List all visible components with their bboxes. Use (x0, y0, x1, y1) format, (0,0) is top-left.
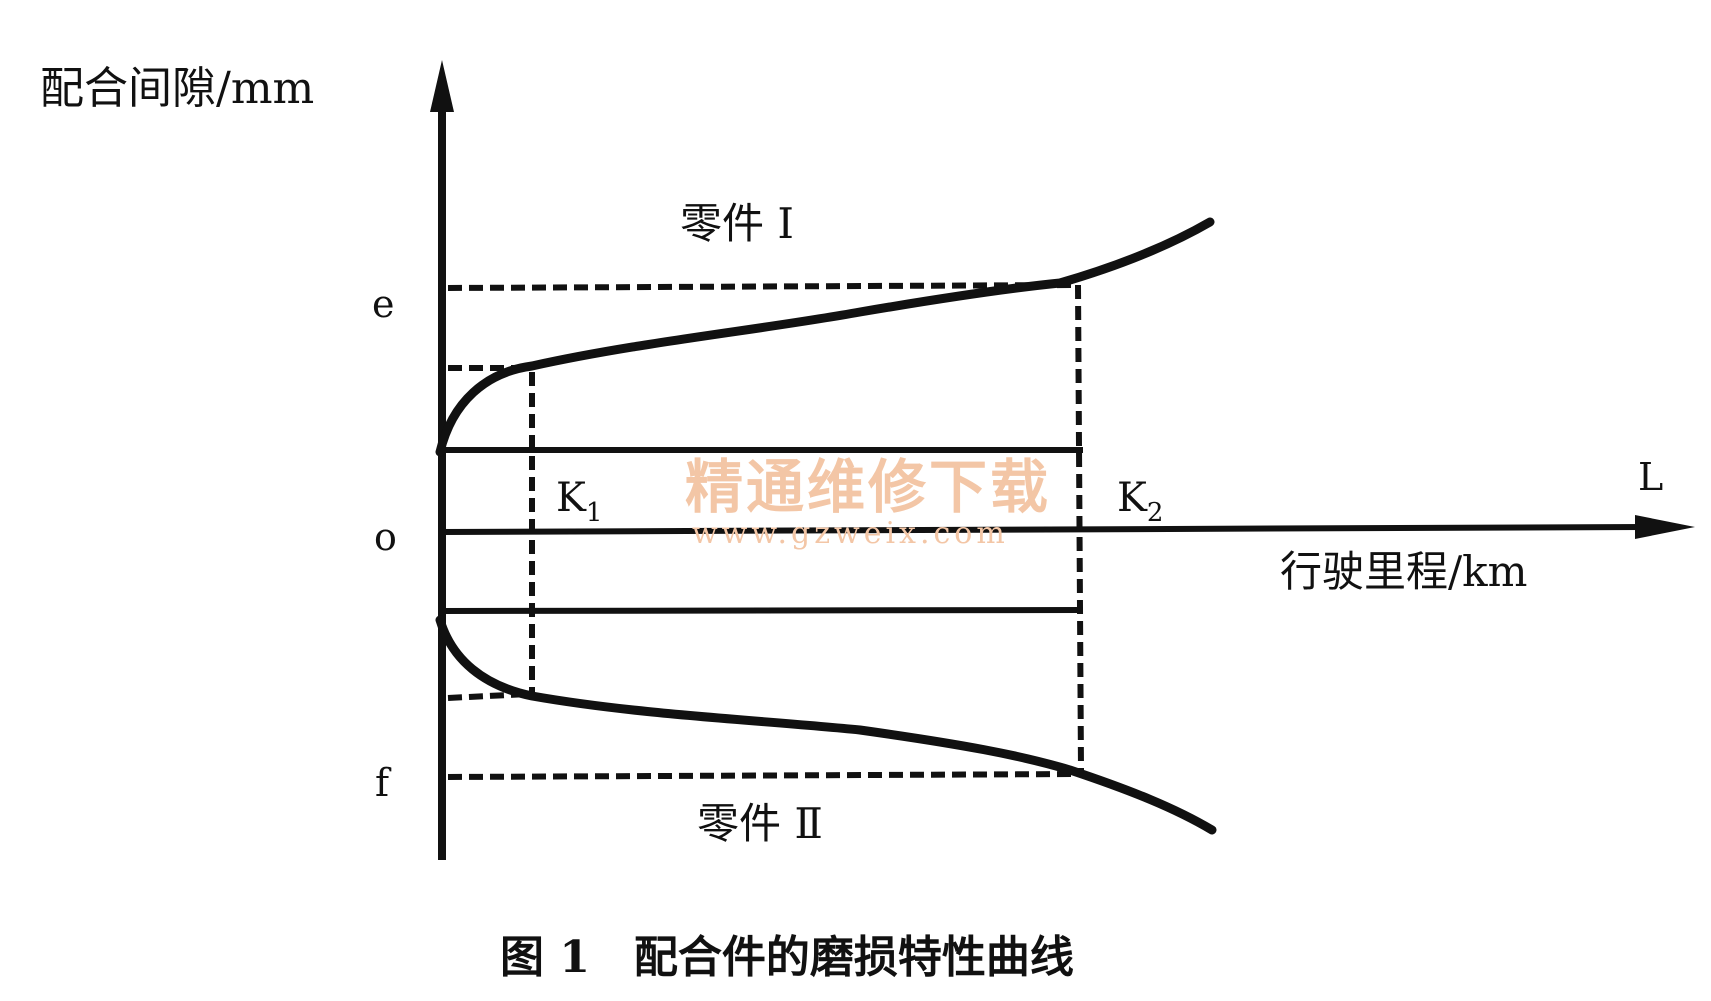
label-part-1: 零件 Ⅰ (680, 199, 794, 248)
watermark-title: 精通维修下载 (685, 453, 1051, 521)
y-axis-arrow (430, 60, 454, 112)
dashed-guides (447, 282, 1084, 780)
dashed-e-level (447, 282, 1076, 291)
label-k1: K1 (556, 475, 602, 528)
wear-curves (435, 217, 1217, 835)
y-axis-label: 配合间隙/mm (40, 63, 314, 114)
figure-caption: 图 1 配合件的磨损特性曲线 (500, 932, 1074, 983)
lower-initial-line (441, 607, 1084, 614)
y-axis (430, 60, 454, 860)
dashed-f-level (447, 771, 1082, 780)
x-axis-letter: L (1638, 455, 1663, 499)
x-axis-line (441, 524, 1646, 535)
curve-part-2 (435, 615, 1217, 835)
tick-e: e (372, 282, 395, 326)
watermark-url: www.gzweix.com (692, 516, 1009, 551)
x-axis-label: 行驶里程/km (1280, 547, 1527, 596)
x-axis-arrow (1635, 515, 1695, 539)
dashed-k2-vertical (1075, 284, 1084, 771)
curve-part-1 (435, 217, 1215, 457)
tick-f: f (375, 761, 392, 805)
label-part-2: 零件 Ⅱ (697, 799, 823, 848)
tick-o: o (374, 515, 397, 559)
x-axis (441, 515, 1695, 539)
initial-clearance-lines (441, 447, 1084, 614)
label-k2: K2 (1117, 475, 1163, 528)
